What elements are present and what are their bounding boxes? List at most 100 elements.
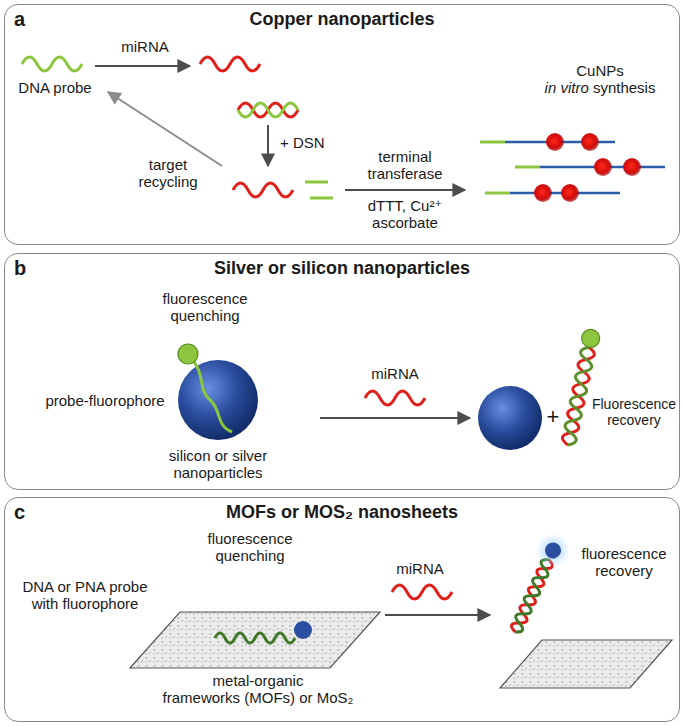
- reaction-arrow: [345, 189, 465, 191]
- text-run: Cu²⁺: [410, 197, 442, 214]
- text-run: quenching: [170, 307, 239, 324]
- recycling-arrow: [108, 92, 222, 166]
- fluorophore: [294, 621, 312, 639]
- text-run: miRNA: [396, 560, 444, 577]
- text-run: recovery: [595, 562, 653, 579]
- text-run: silicon: [169, 447, 211, 464]
- probe-fragment: [310, 197, 333, 200]
- text-run: DSN: [293, 134, 325, 151]
- probe-strand: [510, 557, 555, 635]
- text-run: +: [547, 404, 560, 429]
- copper-nanoparticle: [581, 133, 599, 151]
- panel-title: MOFs or MOS₂ nanosheets: [5, 502, 679, 523]
- text-run: fluorescence: [207, 530, 292, 547]
- text-run: miRNA: [371, 365, 419, 382]
- text-run: MoS₂: [317, 689, 354, 706]
- mirna-strand: [365, 391, 425, 405]
- label: probe-fluorophore: [45, 392, 164, 409]
- probe-strand: [194, 362, 232, 432]
- text-run: quenching: [215, 547, 284, 564]
- label: metal-organic frameworks (MOFs) or MoS₂: [163, 672, 354, 707]
- duplex-helix: [559, 328, 601, 447]
- mirna-strand: [392, 585, 452, 599]
- fluorophore: [542, 540, 563, 561]
- panel-title: Silver or silicon nanoparticles: [5, 258, 679, 279]
- dna-probe-strand: [238, 103, 298, 117]
- label: +: [547, 404, 560, 429]
- reaction-arrow: [95, 65, 190, 67]
- probe-segment: [515, 166, 540, 169]
- panel-title: Copper nanoparticles: [5, 9, 679, 30]
- nanoparticle-sphere: [478, 386, 542, 450]
- probe-strand: [561, 346, 595, 447]
- text-run: PNA: [75, 578, 105, 595]
- label: fluorescence quenching: [207, 530, 292, 565]
- text-run: +: [280, 134, 289, 151]
- text-run: fluorophore: [62, 595, 138, 612]
- text-run: or: [215, 447, 228, 464]
- nanoparticle-sphere: [178, 360, 258, 440]
- label: Fluorescence recovery: [592, 396, 676, 428]
- text-run: probe: [53, 79, 91, 96]
- probe-strand: [215, 633, 295, 643]
- label: CuNPs in vitro synthesis: [545, 62, 656, 97]
- copper-nanoparticle: [534, 184, 552, 202]
- mirna-strand: [233, 183, 293, 197]
- text-run: target: [149, 156, 187, 173]
- copper-nanoparticle: [546, 133, 564, 151]
- label: miRNA: [396, 560, 444, 577]
- nanosheet: [130, 612, 380, 668]
- text-run: CuNPs: [576, 62, 624, 79]
- text-run: recycling: [138, 173, 197, 190]
- reaction-arrow: [385, 614, 490, 616]
- text-run: metal-organic: [213, 672, 304, 689]
- text-run: with: [32, 595, 59, 612]
- text-run: recovery: [607, 412, 661, 428]
- text-run: dTTT,: [368, 197, 406, 214]
- text-run: terminal: [378, 148, 431, 165]
- label: terminal transferase: [367, 148, 442, 183]
- text-run: transferase: [367, 165, 442, 182]
- text-run: or: [57, 578, 70, 595]
- panel-box: aCopper nanoparticles: [4, 4, 680, 245]
- panel-letter: c: [14, 501, 25, 524]
- copper-nanoparticle: [561, 184, 579, 202]
- text-run: miRNA: [121, 38, 169, 55]
- text-run: vitro: [560, 79, 588, 96]
- fluorophore: [580, 328, 601, 349]
- fluorophore: [178, 344, 198, 364]
- copper-nanoparticle: [623, 158, 641, 176]
- mirna-strand: [238, 103, 298, 117]
- text-run: nanoparticles: [173, 464, 262, 481]
- label: dTTT, Cu²⁺ ascorbate: [368, 197, 443, 232]
- label: DNA or PNA probe with fluorophore: [22, 578, 147, 613]
- text-run: Fluorescence: [592, 396, 676, 412]
- label: miRNA: [121, 38, 169, 55]
- label: target recycling: [138, 156, 197, 191]
- text-run: DNA: [22, 578, 53, 595]
- label: miRNA: [371, 365, 419, 382]
- text-run: frameworks: [163, 689, 241, 706]
- label: fluorescence recovery: [581, 545, 666, 580]
- mirna-strand: [200, 57, 260, 71]
- panel-letter: b: [14, 257, 26, 280]
- text-run: probe-fluorophore: [45, 392, 164, 409]
- text-run: probe: [109, 578, 147, 595]
- text-run: (MOFs): [244, 689, 295, 706]
- probe-fragment: [305, 181, 328, 184]
- text-run: or: [299, 689, 312, 706]
- label: silicon or silver nanoparticles: [169, 447, 267, 482]
- text-run: silver: [232, 447, 267, 464]
- label: DNA probe: [18, 79, 91, 96]
- text-run: DNA: [18, 79, 49, 96]
- reaction-arrow: [320, 417, 470, 419]
- text-run: ascorbate: [372, 214, 438, 231]
- text-run: in: [545, 79, 557, 96]
- panel-box: bSilver or silicon nanoparticles: [4, 253, 680, 490]
- mirna-strand: [510, 557, 555, 635]
- panel-letter: a: [14, 8, 25, 31]
- nanosheet: [500, 640, 672, 688]
- probe-segment: [480, 141, 505, 144]
